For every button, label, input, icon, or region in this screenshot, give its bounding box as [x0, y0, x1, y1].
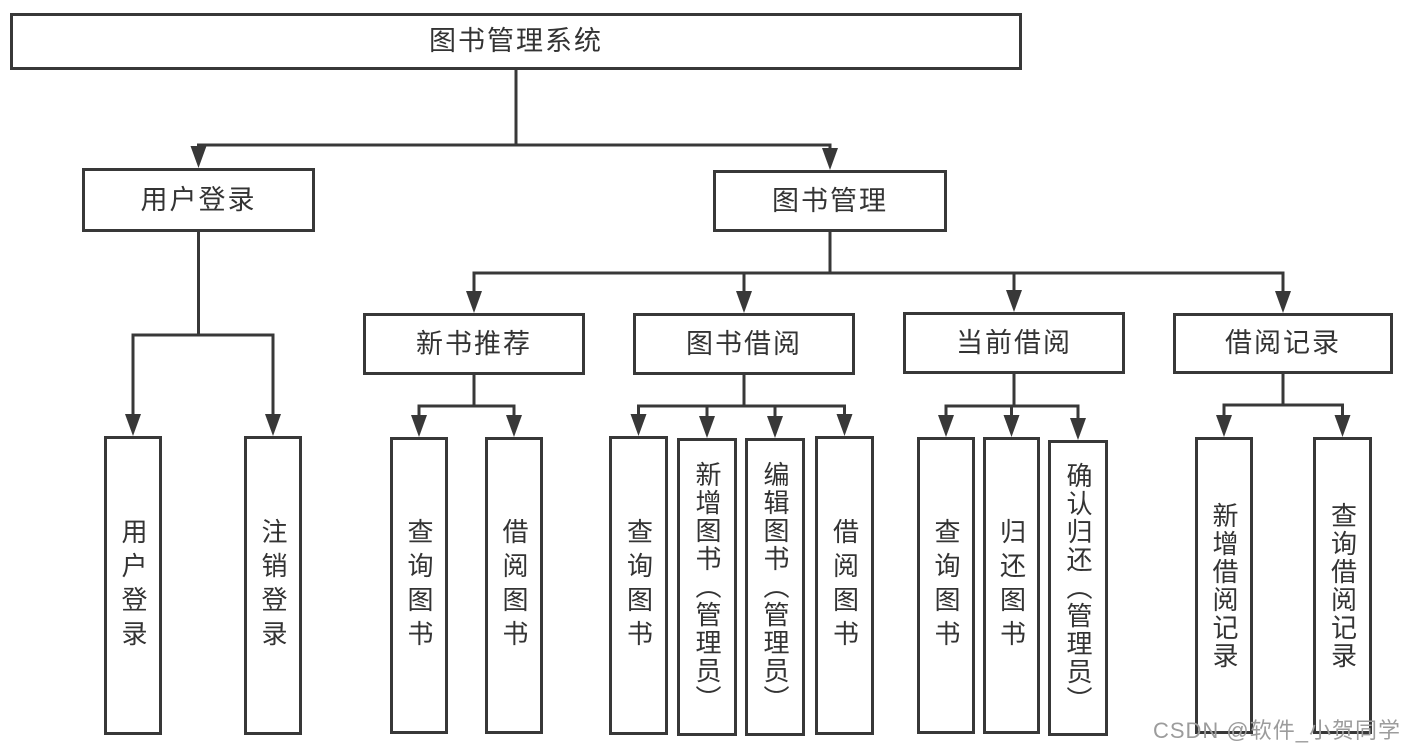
- node-root: 图书管理系统: [10, 13, 1022, 70]
- node-label: 归还图书: [996, 517, 1027, 654]
- node-label: 查询图书: [623, 517, 654, 654]
- node-leaf-rec-query: 查询图书: [390, 437, 448, 734]
- node-borrow-record: 借阅记录: [1173, 313, 1393, 374]
- arrowhead: [411, 415, 427, 437]
- node-label: 借阅记录: [1225, 328, 1341, 358]
- arrowhead: [506, 415, 522, 437]
- node-leaf-cb-return: 归还图书: [983, 437, 1040, 734]
- node-current-borrow: 当前借阅: [903, 312, 1125, 374]
- node-leaf-bb-add: 新增图书（管理员）: [677, 438, 737, 736]
- node-label: 编辑图书（管理员）: [760, 461, 790, 713]
- node-leaf-bb-borrow: 借阅图书: [815, 436, 874, 735]
- node-label: 新增图书（管理员）: [692, 461, 722, 713]
- arrowhead: [822, 148, 838, 170]
- node-book-mgmt: 图书管理: [713, 170, 947, 232]
- node-leaf-cb-confirm: 确认归还（管理员）: [1048, 440, 1108, 736]
- arrowhead: [1070, 418, 1086, 440]
- node-label: 查询借阅记录: [1327, 501, 1358, 670]
- arrowhead: [265, 414, 281, 436]
- node-label: 图书管理系统: [429, 26, 603, 56]
- node-label: 新书推荐: [416, 328, 532, 359]
- node-label: 注销登录: [258, 517, 288, 654]
- node-leaf-logout: 注销登录: [244, 436, 302, 735]
- arrowhead: [190, 146, 207, 168]
- arrowhead: [767, 416, 783, 438]
- node-label: 图书借阅: [686, 328, 802, 359]
- node-leaf-br-add: 新增借阅记录: [1195, 437, 1253, 734]
- arrowhead: [1334, 415, 1351, 437]
- node-new-book-rec: 新书推荐: [363, 313, 585, 375]
- node-label: 确认归还（管理员）: [1063, 462, 1093, 714]
- arrowhead: [836, 414, 853, 436]
- node-leaf-br-query: 查询借阅记录: [1313, 437, 1372, 734]
- arrowhead: [630, 414, 647, 436]
- arrowhead: [466, 291, 482, 313]
- arrowhead: [1003, 415, 1020, 437]
- arrowhead: [699, 416, 715, 438]
- node-label: 查询图书: [931, 517, 961, 654]
- node-label: 借阅图书: [829, 517, 860, 654]
- arrowhead: [736, 291, 752, 313]
- node-label: 用户登录: [140, 184, 257, 215]
- arrowhead: [1275, 291, 1291, 313]
- node-leaf-bb-edit: 编辑图书（管理员）: [745, 438, 805, 736]
- node-leaf-cb-query: 查询图书: [917, 437, 975, 734]
- watermark: CSDN @软件_小贺同学: [1152, 718, 1401, 743]
- node-leaf-user-login: 用户登录: [104, 436, 162, 735]
- node-label: 图书管理: [772, 185, 888, 216]
- node-label: 用户登录: [118, 517, 148, 654]
- node-leaf-bb-query: 查询图书: [609, 436, 668, 735]
- node-label: 当前借阅: [956, 327, 1072, 358]
- arrowhead: [1216, 415, 1232, 437]
- node-leaf-rec-borrow: 借阅图书: [485, 437, 543, 734]
- arrowhead: [125, 414, 141, 436]
- node-label: 新增借阅记录: [1209, 501, 1239, 670]
- node-label: 借阅图书: [499, 517, 529, 654]
- node-book-borrow: 图书借阅: [633, 313, 855, 375]
- node-user-login: 用户登录: [82, 168, 315, 232]
- node-label: 查询图书: [404, 517, 434, 654]
- arrowhead: [938, 415, 954, 437]
- arrowhead: [1006, 290, 1022, 312]
